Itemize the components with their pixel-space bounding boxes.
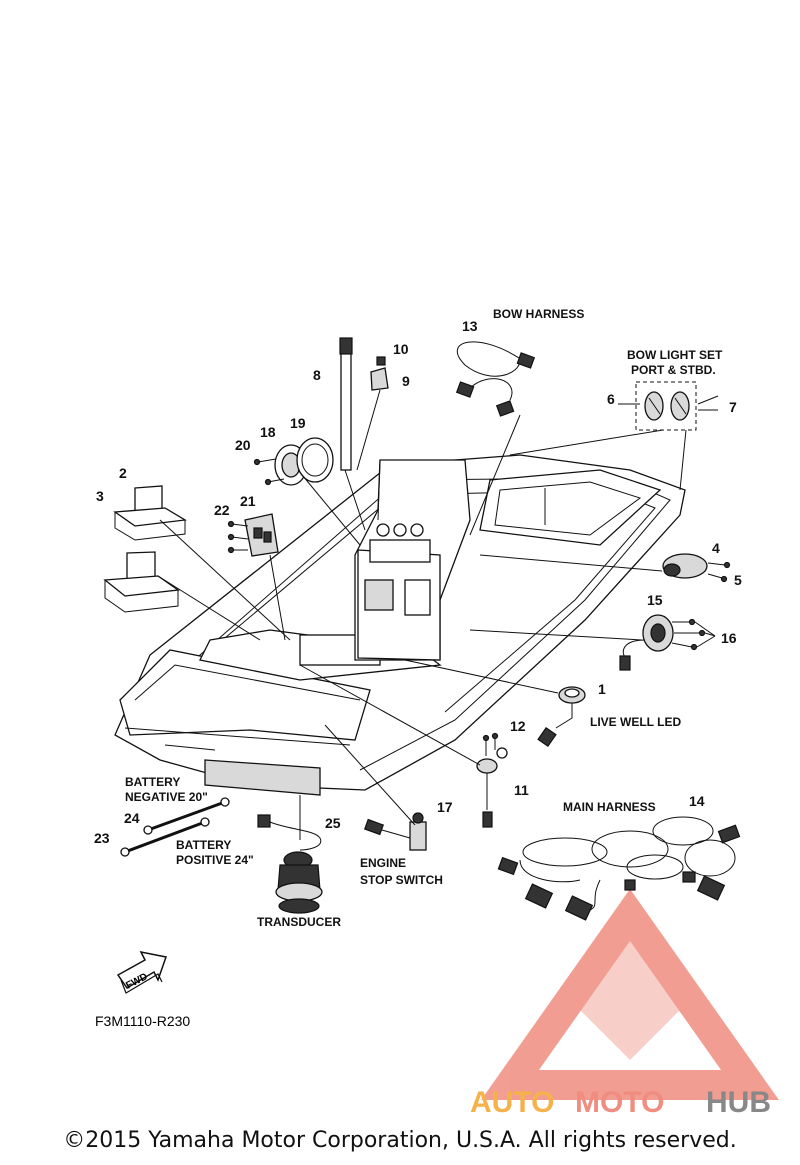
- label-bow-light-set: BOW LIGHT SET: [627, 348, 723, 362]
- part-20-screws: [253, 458, 285, 486]
- callout-2: 2: [119, 465, 127, 481]
- label-main-harness: MAIN HARNESS: [563, 800, 656, 814]
- part-3-battery-tray: [103, 551, 180, 613]
- label-battery-negative-2: NEGATIVE 20": [125, 790, 208, 804]
- part-7-bow-light-stbd: [670, 391, 690, 421]
- callout-15: 15: [647, 592, 663, 608]
- callout-12: 12: [510, 718, 526, 734]
- callout-19: 19: [290, 415, 306, 431]
- part-11-socket: [476, 758, 498, 828]
- callout-13: 13: [462, 318, 478, 334]
- part-19-gasket: [296, 437, 334, 483]
- label-engine-1: ENGINE: [360, 856, 406, 870]
- label-bow-harness: BOW HARNESS: [493, 307, 584, 321]
- label-transducer: TRANSDUCER: [257, 915, 341, 929]
- copyright-notice: ©2015 Yamaha Motor Corporation, U.S.A. A…: [63, 1128, 737, 1153]
- watermark-text-auto: AUTO: [470, 1086, 554, 1119]
- watermark-text-moto: MOTO: [575, 1086, 664, 1119]
- leader-lines: [157, 389, 719, 840]
- part-2-battery-bracket: [113, 485, 187, 541]
- callout-4: 4: [712, 540, 720, 556]
- part-15-light: [619, 614, 674, 671]
- label-battery-negative-1: BATTERY: [125, 775, 180, 789]
- part-13-bow-harness: [455, 341, 536, 417]
- part-21-switch: [244, 513, 279, 557]
- part-23-battery-positive-cable: [120, 817, 210, 857]
- callout-11: 11: [514, 782, 529, 798]
- callout-9: 9: [402, 373, 410, 389]
- callout-24: 24: [124, 810, 140, 826]
- callout-10: 10: [393, 341, 409, 357]
- callout-8: 8: [313, 367, 321, 383]
- part-22-screws: [227, 520, 249, 554]
- callout-21: 21: [240, 493, 256, 509]
- part-6-bow-light-port: [644, 391, 664, 421]
- callout-18: 18: [260, 424, 276, 440]
- callout-14: 14: [689, 793, 705, 809]
- part-1-live-well-led: [537, 686, 586, 748]
- center-console: [354, 459, 471, 661]
- part-17-engine-stop-switch: [364, 812, 427, 851]
- label-battery-positive-1: BATTERY: [176, 838, 231, 852]
- callout-25: 25: [325, 815, 341, 831]
- part-25-transducer: [257, 814, 323, 914]
- diagram-code: F3M1110-R230: [95, 1013, 190, 1029]
- callout-20: 20: [235, 437, 251, 453]
- callout-22: 22: [214, 502, 230, 518]
- part-14-main-harness: [497, 816, 741, 921]
- callout-7: 7: [729, 399, 737, 415]
- callout-23: 23: [94, 830, 110, 846]
- label-battery-positive-2: POSITIVE 24": [176, 853, 254, 867]
- part-16-screws: [671, 618, 706, 651]
- part-24-battery-negative-cable: [143, 797, 230, 835]
- callout-6: 6: [607, 391, 615, 407]
- part-8-antenna: [339, 337, 353, 471]
- part-5-screws: [707, 561, 731, 583]
- bow-light-set-box: [635, 381, 697, 431]
- watermark-logo: [481, 888, 779, 1100]
- watermark-text-hub: HUB: [706, 1086, 771, 1119]
- part-12-screws: [482, 732, 508, 759]
- label-port-stbd: PORT & STBD.: [631, 363, 716, 377]
- callout-3: 3: [96, 488, 104, 504]
- callout-1: 1: [598, 681, 606, 697]
- callout-16: 16: [721, 630, 737, 646]
- callout-5: 5: [734, 572, 742, 588]
- part-9-mount: [370, 356, 389, 391]
- part-4-light: [662, 553, 708, 579]
- callout-17: 17: [437, 799, 453, 815]
- label-engine-2: STOP SWITCH: [360, 873, 443, 887]
- label-live-well-led: LIVE WELL LED: [590, 715, 681, 729]
- fwd-arrow-icon: [116, 950, 167, 994]
